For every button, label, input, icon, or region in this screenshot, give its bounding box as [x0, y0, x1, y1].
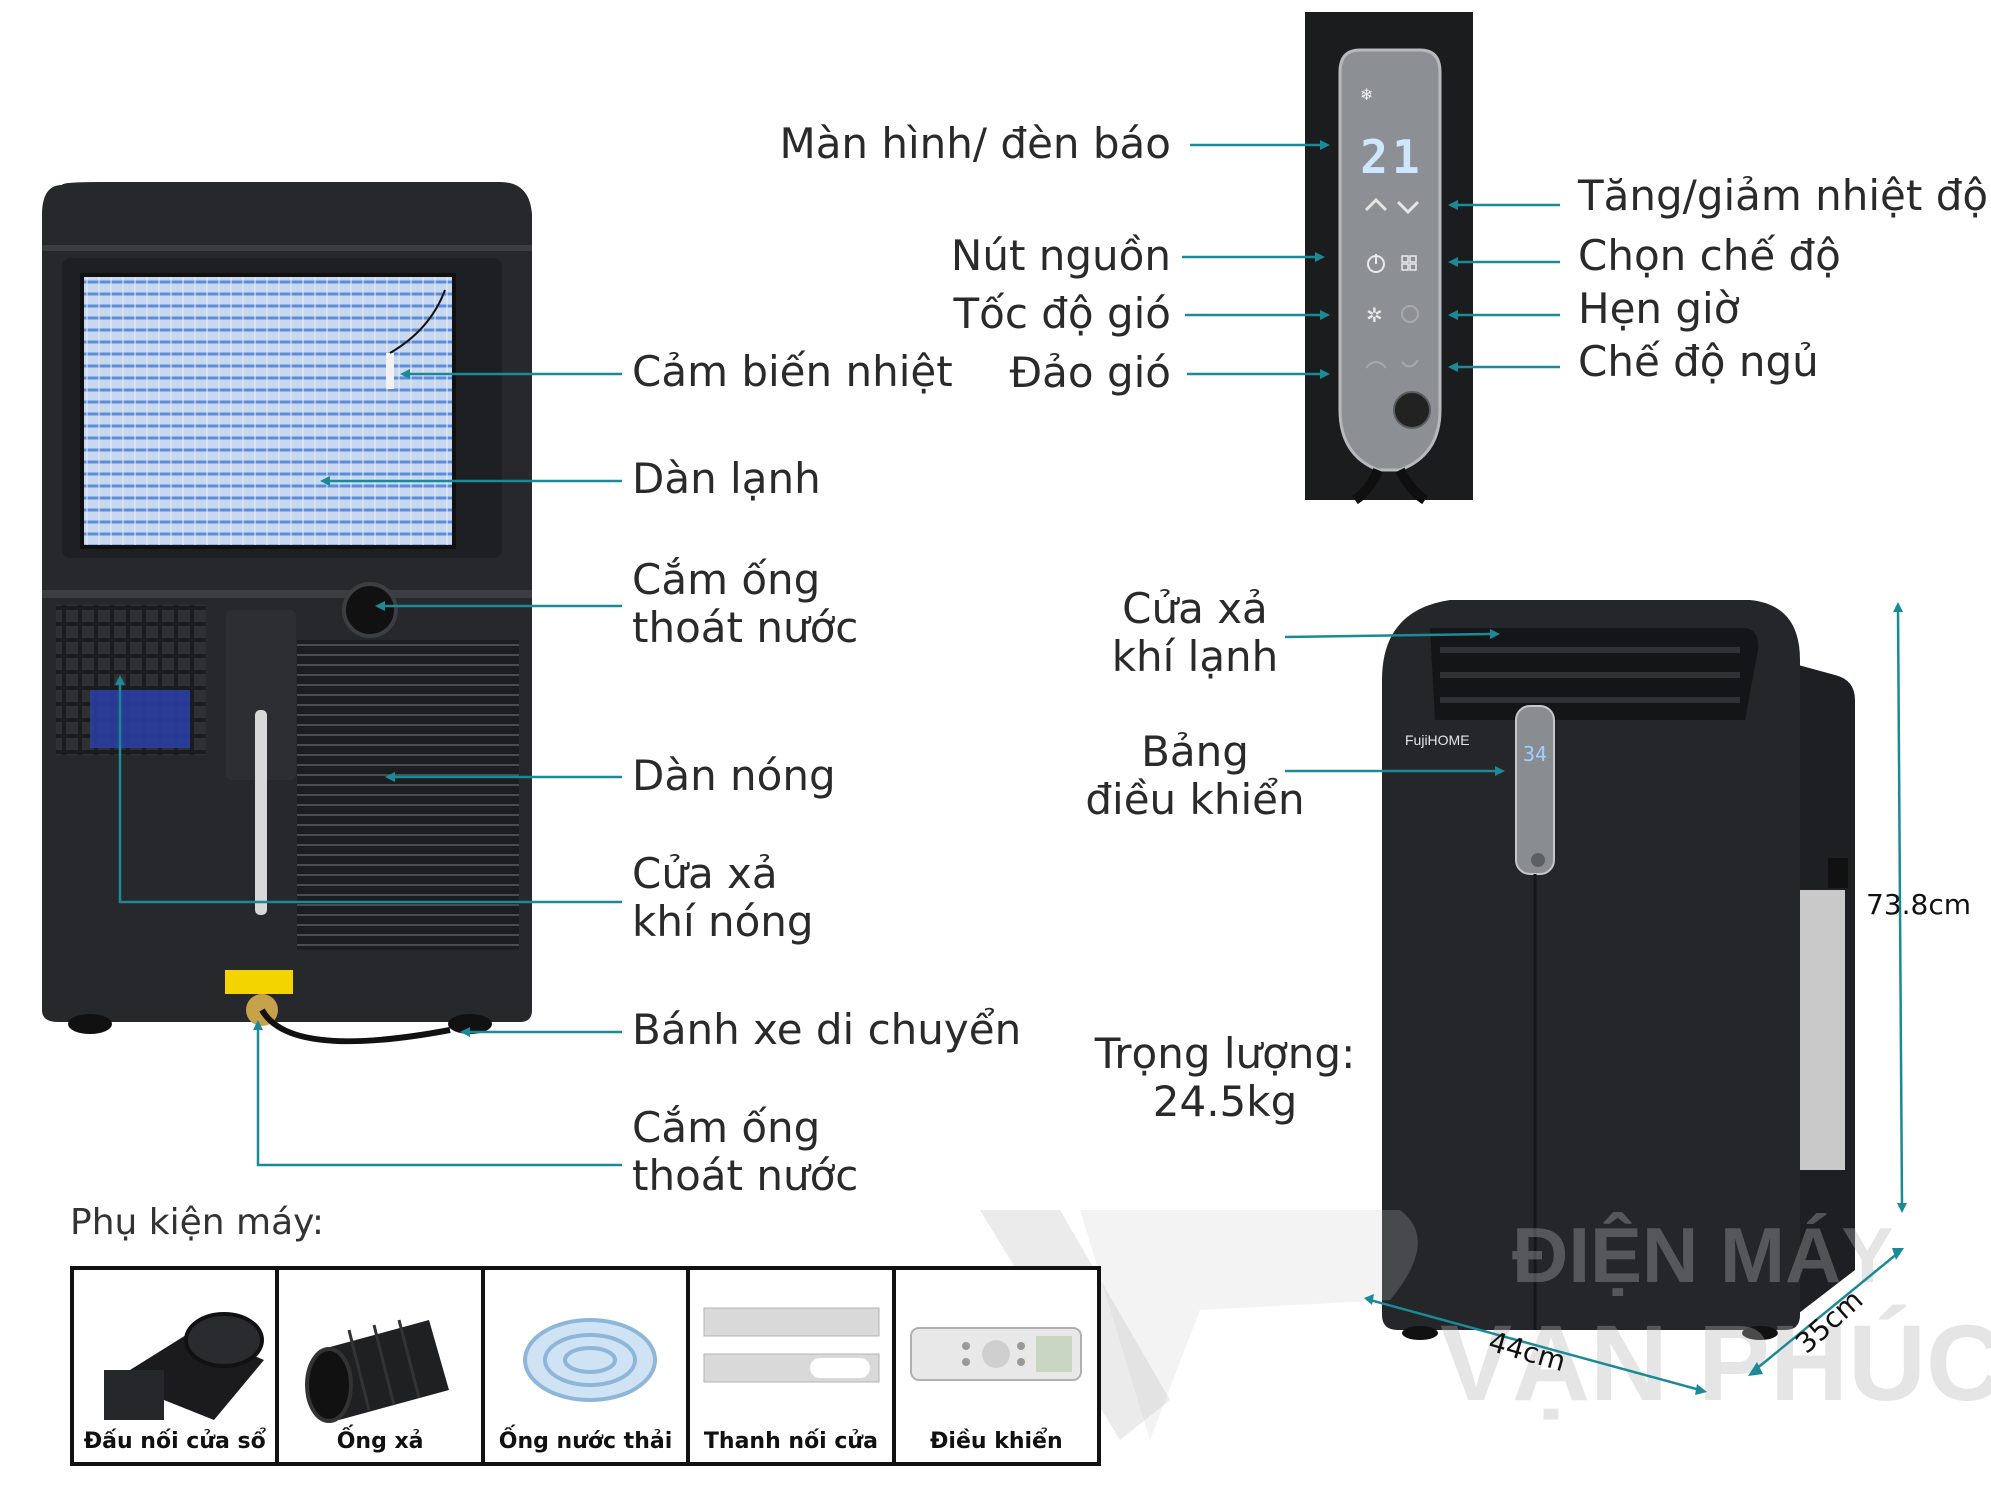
label-timer: Hẹn giờ	[1578, 284, 1740, 333]
label-fan-speed: Tốc độ gió	[953, 289, 1171, 338]
label-drain-pipe-bottom: Cắm ống thoát nước	[632, 1103, 859, 1200]
label-power-button: Nút nguồn	[950, 231, 1171, 280]
label-mode-select: Chọn chế độ	[1578, 231, 1841, 280]
panel-display-value: 21	[1360, 130, 1424, 184]
label-control-board: Bảng điều khiển	[1085, 727, 1305, 824]
accessory-label: Thanh nối cửa	[703, 1429, 878, 1454]
label-swing: Đảo gió	[1009, 348, 1171, 397]
accessory-drain-tube: Ống nước thải	[485, 1270, 691, 1462]
front-display-value: 34	[1522, 742, 1548, 766]
label-temp-up-down: Tăng/giảm nhiệt độ	[1578, 171, 1989, 220]
accessories-title: Phụ kiện máy:	[70, 1202, 324, 1243]
label-sleep-mode: Chế độ ngủ	[1578, 337, 1819, 386]
brand-logo: FujiHOME	[1405, 732, 1470, 748]
accessories-table: Đấu nối cửa sổ Ống xả Ống nước thải	[70, 1266, 1101, 1466]
accessory-label: Điều khiển	[930, 1429, 1063, 1454]
label-evaporator: Dàn lạnh	[632, 454, 821, 503]
accessory-label: Đấu nối cửa sổ	[83, 1429, 266, 1454]
svg-text:❄: ❄	[1360, 85, 1373, 104]
label-display: Màn hình/ đèn báo	[779, 119, 1171, 168]
watermark-line1: ĐIỆN MÁY	[1512, 1211, 1894, 1299]
accessory-label: Ống nước thải	[498, 1429, 673, 1454]
label-wheels: Bánh xe di chuyển	[632, 1005, 1022, 1054]
watermark-line2: VẠN PHÚC	[1440, 1302, 1991, 1423]
label-cold-exhaust: Cửa xả khí lạnh	[1111, 584, 1279, 681]
accessory-window-bar: Thanh nối cửa	[690, 1270, 896, 1462]
svg-text:✲: ✲	[1366, 303, 1383, 327]
label-hot-exhaust: Cửa xả khí nóng	[632, 849, 814, 946]
accessory-exhaust-hose: Ống xả	[279, 1270, 485, 1462]
label-condenser: Dàn nóng	[632, 751, 836, 800]
dimension-height: 73.8cm	[1866, 888, 1972, 921]
accessory-remote: Điều khiển	[896, 1270, 1097, 1462]
label-drain-pipe-top: Cắm ống thoát nước	[632, 555, 859, 652]
label-temp-sensor: Cảm biến nhiệt	[632, 347, 953, 396]
label-weight: Trọng lượng: 24.5kg	[1094, 1029, 1356, 1126]
accessory-window-connector: Đấu nối cửa sổ	[74, 1270, 280, 1462]
accessory-label: Ống xả	[336, 1429, 424, 1454]
